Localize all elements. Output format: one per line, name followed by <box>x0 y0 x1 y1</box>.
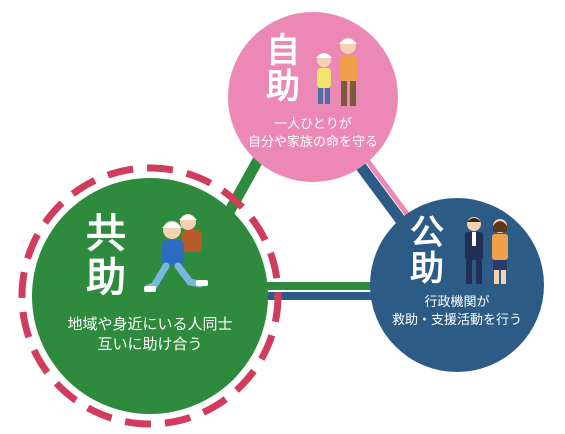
helmet-family-icon <box>316 38 357 106</box>
carrying-person-icon <box>144 214 208 292</box>
mutual-help-circle: 共 助 地域や身近にいる人同士 互いに助け合う <box>32 178 268 414</box>
self-help-circle: 自 助 一人ひとりが 自分や家族の命を守る <box>228 12 398 182</box>
mutual-help-title-char-1: 共 <box>86 211 126 257</box>
self-help-desc-line-1: 一人ひとりが <box>274 117 352 132</box>
connector-self-public-pink <box>361 154 413 220</box>
public-help-description: 行政機関が 救助・支援活動を行う <box>370 294 544 329</box>
self-help-desc-line-2: 自分や家族の命を守る <box>247 134 378 150</box>
mutual-help-desc-line-2: 互いに助け合う <box>97 335 203 354</box>
self-help-description: 一人ひとりが 自分や家族の命を守る <box>228 116 398 151</box>
public-help-title-char-2: 助 <box>410 249 444 289</box>
connector-self-public <box>351 156 407 226</box>
self-help-title-char-2: 助 <box>266 67 300 107</box>
officials-icon <box>465 217 508 284</box>
mutual-help-description: 地域や身近にいる人同士 互いに助け合う <box>32 314 268 355</box>
public-help-desc-line-1: 行政機関が <box>424 295 490 310</box>
mutual-help-desc-line-1: 地域や身近にいる人同士 <box>67 315 233 333</box>
self-help-title-char-1: 自 <box>266 31 300 71</box>
public-help-title-char-1: 公 <box>410 213 444 253</box>
public-help-desc-line-2: 救助・支援活動を行う <box>391 312 522 328</box>
mutual-help-title-char-2: 助 <box>86 255 126 301</box>
public-help-circle: 公 助 行政機関が 救助・支援活動を行う <box>370 198 544 372</box>
